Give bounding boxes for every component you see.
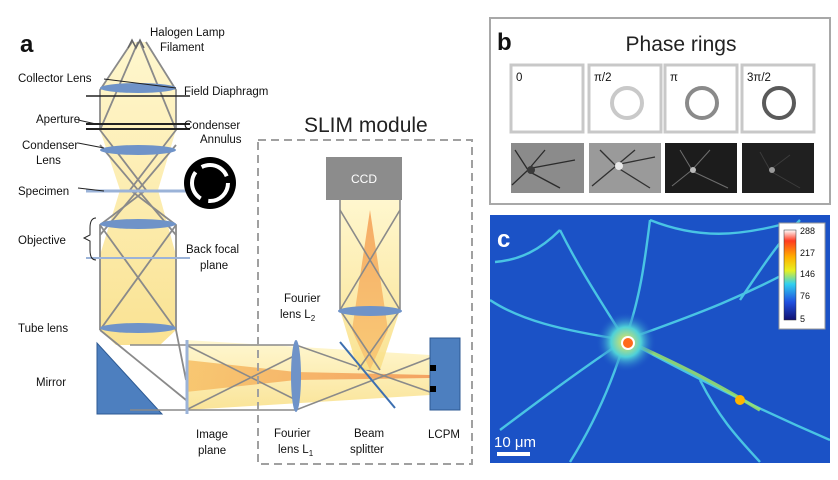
panel-a-letter: a [20,31,34,58]
label-filament: Filament [160,42,205,54]
label-condenser-annulus-1: Condenser [184,120,240,132]
label-lcpm: LCPM [428,429,460,441]
ring-frame-3pi-2: 3π/2 [740,63,816,134]
ring-label-pi-2: π/2 [594,72,612,84]
colorbar-tick-288: 288 [800,226,815,236]
label-fourier-2-sub: 2 [311,314,316,323]
label-aperture: Aperture [36,114,80,126]
label-objective: Objective [18,235,66,247]
label-fourier-2b-text: lens L [280,309,311,321]
fourier-lens-2 [338,306,402,316]
ring-label-pi: π [670,72,678,84]
panel-b: b Phase rings 0 π/2 π 3π/2 [489,17,831,205]
label-back-focal-1: Back focal [186,244,239,256]
label-halogen-lamp: Halogen Lamp [150,27,225,39]
panel-a: a [18,27,473,465]
beam-splitter [339,341,396,409]
label-specimen: Specimen [18,186,69,198]
ccd-beam [339,200,401,371]
label-condenser-lens-1: Condenser [22,140,78,152]
thumbnail-0 [511,143,584,193]
label-image-plane-2: plane [198,445,226,457]
collector-lens [100,83,176,93]
objective-lens [100,219,176,229]
colorbar-tick-5: 5 [800,314,805,324]
label-collector-lens: Collector Lens [18,73,92,85]
scale-bar-label: 10 μm [494,434,536,451]
phase-map-image [490,215,830,463]
label-beam-splitter-1: Beam [354,428,384,440]
panel-c: c 288 217 146 76 5 10 μm [490,215,830,463]
condenser-annulus-icon [184,157,236,209]
ring-frame-pi: π [663,63,739,134]
colorbar: 288 217 146 76 5 [778,222,826,330]
colorbar-gradient [783,229,797,321]
fourier-lens-1 [291,340,301,412]
colorbar-tick-76: 76 [800,291,810,301]
thumbnail-pi-2 [589,143,661,193]
phase-ring-3pi-2 [762,86,796,120]
label-condenser-annulus-2: Annulus [200,134,242,146]
label-fourier-1-sub: 1 [309,449,314,458]
tube-lens [100,323,176,333]
panel-c-letter: c [497,226,510,253]
label-fourier-2a: Fourier [284,293,321,305]
ccd-label: CCD [351,172,377,186]
ring-frame-0: 0 [509,63,585,134]
thumbnail-3pi-2 [742,143,814,193]
label-fourier-1a: Fourier [274,428,311,440]
label-back-focal-2: plane [200,260,228,272]
lamp-filament [127,38,145,50]
label-field-diaphragm: Field Diaphragm [184,86,268,98]
phase-ring-pi-2 [610,86,644,120]
lcpm-device [429,337,461,411]
ring-label-0: 0 [516,72,522,84]
label-beam-splitter-2: splitter [350,444,384,456]
colorbar-tick-217: 217 [800,248,815,258]
mirror-prism [96,341,164,415]
label-fourier-1b: lens L1 [278,444,314,458]
ccd-camera [326,157,402,200]
label-condenser-lens-2: Lens [36,155,61,167]
thumbnail-pi [665,143,737,193]
objective-brace [82,217,97,261]
slim-module-box [257,139,473,465]
label-mirror: Mirror [36,377,66,389]
phase-rings-title: Phase rings [626,33,737,56]
ring-label-3pi-2: 3π/2 [747,72,771,84]
ring-frame-pi-2: π/2 [587,63,663,134]
label-image-plane-1: Image [196,429,228,441]
collector-leader [103,78,177,89]
label-fourier-2b: lens L2 [280,309,316,323]
slim-module-title: SLIM module [304,114,428,137]
condenser-lens [100,145,176,155]
panel-b-letter: b [497,29,512,56]
label-fourier-1b-text: lens L [278,444,309,456]
label-tube-lens: Tube lens [18,323,68,335]
phase-ring-pi [685,86,719,120]
colorbar-tick-146: 146 [800,269,815,279]
